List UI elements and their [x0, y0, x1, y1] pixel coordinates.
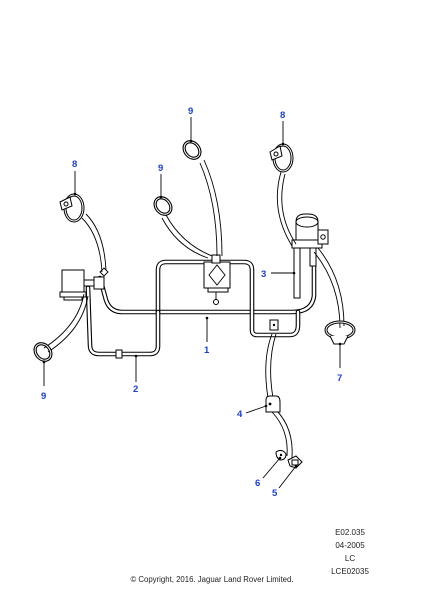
- clamp-8-left: [59, 193, 85, 223]
- clamp-9-top: [182, 140, 202, 160]
- ref-number: E02.035: [335, 528, 365, 537]
- left-solenoid: [59, 267, 109, 301]
- copyright-notice: © Copyright, 2016. Jaguar Land Rover Lim…: [130, 575, 294, 584]
- clamp-8-right: [269, 143, 294, 173]
- callout-2: 2: [133, 384, 138, 395]
- ref-code: LC: [344, 554, 356, 563]
- callout-9-top: 9: [188, 106, 193, 117]
- clip-4: [265, 395, 281, 413]
- clamp-9-mid: [153, 196, 173, 216]
- callout-9-mid: 9: [158, 163, 163, 174]
- callout-7: 7: [337, 373, 342, 384]
- callout-4: 4: [237, 409, 243, 420]
- ref-date: 04-2005: [335, 541, 365, 550]
- vacuum-hoses: [43, 159, 345, 459]
- reservoir-canister: [291, 213, 329, 299]
- callout-9-left: 9: [41, 391, 46, 402]
- clamp-9-left: [33, 342, 53, 362]
- callout-5: 5: [272, 488, 278, 499]
- fitting-5: [287, 455, 303, 469]
- callout-6: 6: [255, 478, 260, 489]
- callout-8-right: 8: [280, 110, 285, 121]
- callout-1: 1: [204, 345, 210, 356]
- main-pipe-harness: [97, 259, 317, 338]
- clamp-7: [324, 320, 356, 345]
- central-valve: [203, 254, 231, 305]
- callout-8-left: 8: [72, 159, 77, 170]
- ref-id: LCE02035: [331, 567, 369, 576]
- lower-pipe: [85, 285, 161, 359]
- fitting-6: [275, 449, 287, 461]
- bracket-small: [269, 319, 279, 331]
- leader-lines: [42, 117, 342, 489]
- callout-3: 3: [261, 269, 266, 280]
